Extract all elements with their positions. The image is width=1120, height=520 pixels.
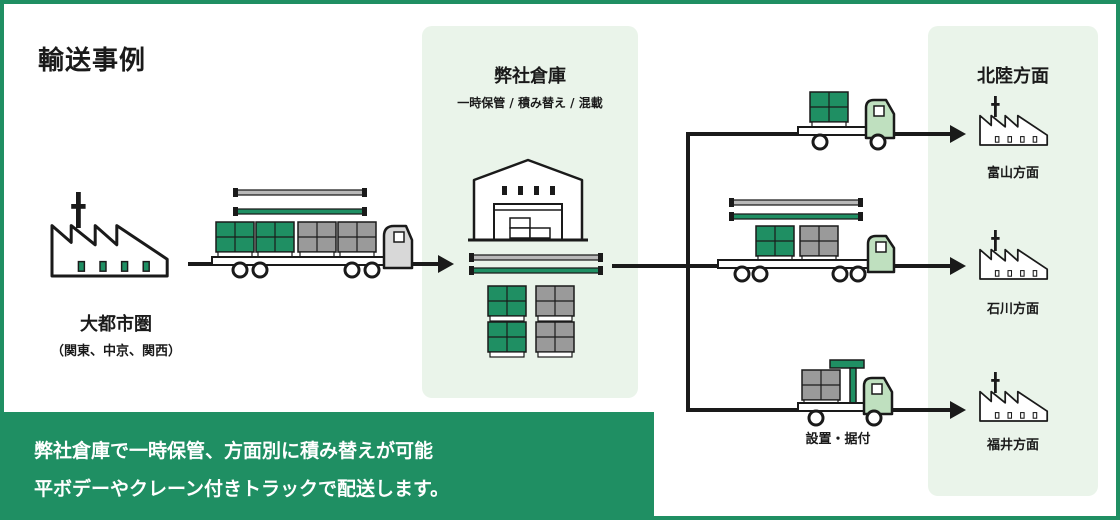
warehouse-icon	[468, 158, 588, 242]
origin-name: 大都市圏	[80, 314, 152, 335]
ishikawa-factory-icon	[979, 229, 1049, 280]
summary-line-2: 平ボデーやクレーン付きトラックで配送します。	[34, 478, 450, 500]
destination-ishikawa: 石川方面	[986, 302, 1039, 317]
warehouse-detail: 一時保管 / 積み替え / 混載	[457, 96, 603, 110]
green-trailer-truck-icon	[717, 197, 896, 283]
destination-fukui: 福井方面	[986, 438, 1039, 453]
fukui-factory-icon	[979, 371, 1049, 422]
warehouse-name: 弊社倉庫	[494, 66, 566, 87]
destination-region-name: 北陸方面	[977, 66, 1049, 87]
page-title: 輸送事例	[38, 46, 147, 76]
distribution-arrows-icon	[612, 125, 966, 419]
destination-toyama: 富山方面	[986, 166, 1039, 181]
trailer-truck-icon	[211, 187, 414, 279]
summary-banner: 弊社倉庫で一時保管、方面別に積み替えが可能 平ボデーやクレーン付きトラックで配送…	[4, 412, 654, 516]
crane-truck-icon	[797, 359, 894, 427]
origin-factory-icon	[50, 190, 169, 278]
toyama-factory-icon	[979, 95, 1049, 146]
summary-line-1: 弊社倉庫で一時保管、方面別に積み替えが可能	[34, 440, 434, 462]
flatbed-truck-icon	[797, 91, 896, 151]
stored-goods-icon	[468, 252, 604, 358]
diagram-art	[50, 91, 1049, 427]
origin-detail: （関東、中京、関西）	[50, 344, 181, 359]
crane-truck-label: 設置・据付	[805, 432, 871, 447]
